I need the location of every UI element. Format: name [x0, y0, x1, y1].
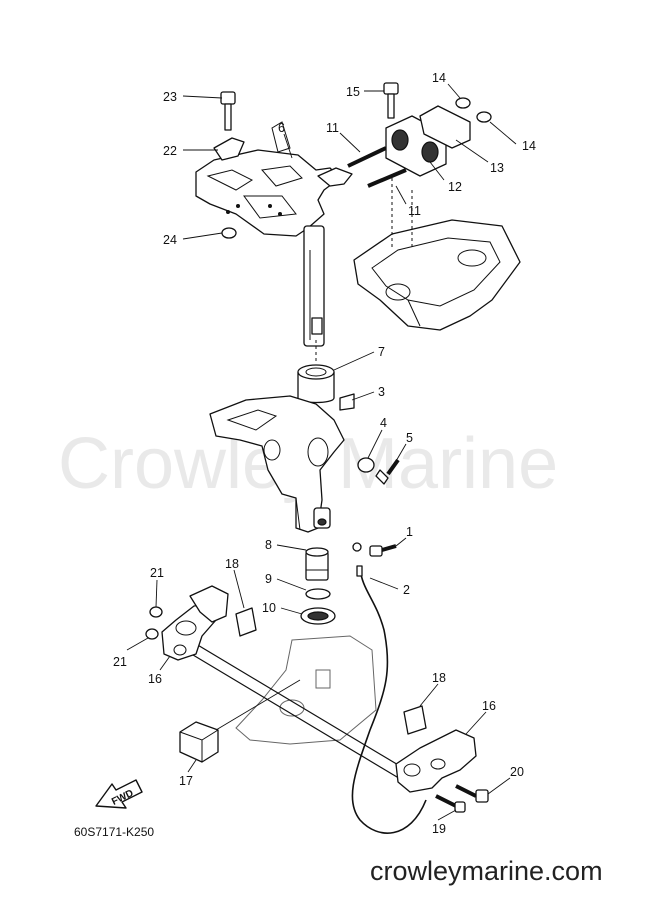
nut-14-upper-part — [455, 97, 471, 109]
callout-21-lower: 21 — [113, 655, 127, 669]
ground-lead-2-part — [351, 542, 427, 834]
stud-11-upper-part — [347, 146, 407, 188]
bolt-21-lower-part — [145, 628, 159, 640]
bolt-20-part — [455, 784, 489, 803]
clamp-bracket-16-right-part — [395, 729, 477, 793]
callout-23: 23 — [163, 90, 177, 104]
callout-17: 17 — [179, 774, 193, 788]
o-ring-9-part — [305, 588, 331, 600]
bushing-7-part — [297, 364, 335, 404]
washer-4-part — [357, 457, 375, 473]
callout-14-right: 14 — [522, 139, 536, 153]
upper-mount-part — [353, 219, 521, 331]
callout-18-right: 18 — [432, 671, 446, 685]
alignment-lines — [315, 178, 413, 364]
bolt-15-part — [383, 82, 399, 119]
callout-11-lower: 11 — [408, 204, 421, 218]
leader-lines — [126, 83, 517, 821]
callout-18-left: 18 — [225, 557, 239, 571]
bolt-23-part — [220, 91, 236, 131]
pad-17-part — [179, 721, 219, 763]
diagram-code: 60S7171-K250 — [74, 825, 154, 839]
callout-20: 20 — [510, 765, 524, 779]
plate-13-part — [419, 105, 471, 149]
callout-8: 8 — [265, 538, 272, 552]
callout-labels: 23 22 24 6 11 11 15 14 14 13 12 7 3 4 5 … — [113, 71, 536, 836]
callout-6: 6 — [278, 121, 285, 135]
callout-2: 2 — [403, 583, 410, 597]
callout-4: 4 — [380, 416, 387, 430]
clamp-plate-part — [189, 585, 229, 623]
plate-22-part — [213, 137, 245, 161]
callout-5: 5 — [406, 431, 413, 445]
mount-18-left-part — [235, 607, 257, 637]
lower-casing-outline — [235, 635, 377, 745]
callout-16-right: 16 — [482, 699, 496, 713]
steering-bracket-part — [195, 121, 353, 347]
callout-21-upper: 21 — [150, 566, 164, 580]
callout-13: 13 — [490, 161, 504, 175]
bolt-19-part — [435, 794, 466, 813]
bush-8-part — [305, 547, 329, 581]
shim-3-part — [339, 393, 355, 411]
callout-1: 1 — [406, 525, 413, 539]
callout-12: 12 — [448, 180, 462, 194]
nut-24-part — [221, 227, 237, 239]
mount-18-right-part — [403, 705, 427, 735]
fwd-arrow-icon: FWD — [95, 779, 143, 809]
callout-22: 22 — [163, 144, 177, 158]
clamp-bracket-16-left-part — [161, 603, 217, 661]
callout-3: 3 — [378, 385, 385, 399]
callout-10: 10 — [262, 601, 276, 615]
bolt-1-part — [369, 544, 397, 557]
seal-10-part — [300, 607, 336, 625]
callout-9: 9 — [265, 572, 272, 586]
callout-15: 15 — [346, 85, 360, 99]
callout-24: 24 — [163, 233, 177, 247]
thru-shaft-part — [167, 631, 421, 787]
callout-14-upper: 14 — [432, 71, 446, 85]
footer-url: crowleymarine.com — [370, 856, 603, 886]
nut-14-right-part — [476, 111, 492, 123]
callout-19: 19 — [432, 822, 446, 836]
swivel-bracket-part — [209, 395, 345, 533]
callout-7: 7 — [378, 345, 385, 359]
callout-11-upper: 11 — [326, 121, 339, 135]
bolt-21-upper-part — [149, 606, 163, 618]
callout-16-left: 16 — [148, 672, 162, 686]
